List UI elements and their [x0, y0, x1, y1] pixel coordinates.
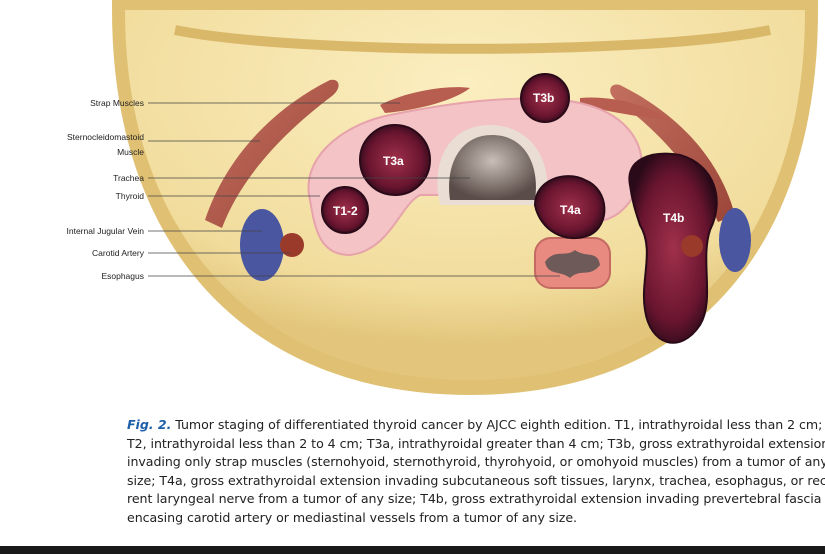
strap-muscle-left — [380, 87, 470, 113]
caption-line: T2, intrathyroidal less than 2 to 4 cm; … — [127, 435, 825, 451]
stage-label-t3b: T3b — [533, 91, 554, 105]
caption-line: rent laryngeal nerve from a tumor of any… — [127, 491, 825, 507]
strap-muscle-right — [580, 97, 670, 120]
label-scm-line2: Muscle — [117, 147, 144, 157]
label-esophagus: Esophagus — [101, 271, 144, 281]
thyroid-staging-diagram: T1-2 T3a T3b T4a T4b Strap Muscles Stern… — [67, 0, 818, 395]
label-scm-line1: Sternocleidomastoid — [67, 132, 144, 142]
internal-jugular-vein-right — [719, 208, 751, 272]
tumor-t4b — [628, 152, 718, 344]
caption-line: size; T4a, gross extrathyroidal extensio… — [127, 472, 825, 488]
caption-line: Tumor staging of differentiated thyroid … — [171, 417, 823, 432]
tumor-t12 — [321, 186, 369, 234]
tumor-t3a — [359, 124, 431, 196]
stage-label-t3a: T3a — [383, 154, 404, 168]
label-carotid: Carotid Artery — [92, 248, 145, 258]
carotid-artery-left — [280, 233, 304, 257]
tumor-t3b — [520, 73, 570, 123]
stage-label-t4a: T4a — [560, 203, 581, 217]
bottom-bar — [0, 546, 825, 554]
sternocleidomastoid-left — [205, 79, 339, 228]
stage-label-t4b: T4b — [663, 211, 684, 225]
caption-line: encasing carotid artery or mediastinal v… — [127, 509, 577, 525]
label-thyroid: Thyroid — [116, 191, 145, 201]
leader-lines — [148, 102, 560, 277]
caption-line: invading only strap muscles (sternohyoid… — [127, 454, 825, 470]
stage-label-t12: T1-2 — [333, 204, 358, 218]
label-trachea: Trachea — [113, 173, 144, 183]
figure-caption: Fig. 2. Tumor staging of differentiated … — [127, 416, 825, 528]
label-ijv: Internal Jugular Vein — [67, 226, 145, 236]
internal-jugular-vein-left — [240, 209, 284, 281]
tumor-t4a — [533, 175, 606, 240]
label-strap-muscles: Strap Muscles — [90, 98, 144, 108]
figure-label: Fig. 2. — [127, 417, 172, 432]
